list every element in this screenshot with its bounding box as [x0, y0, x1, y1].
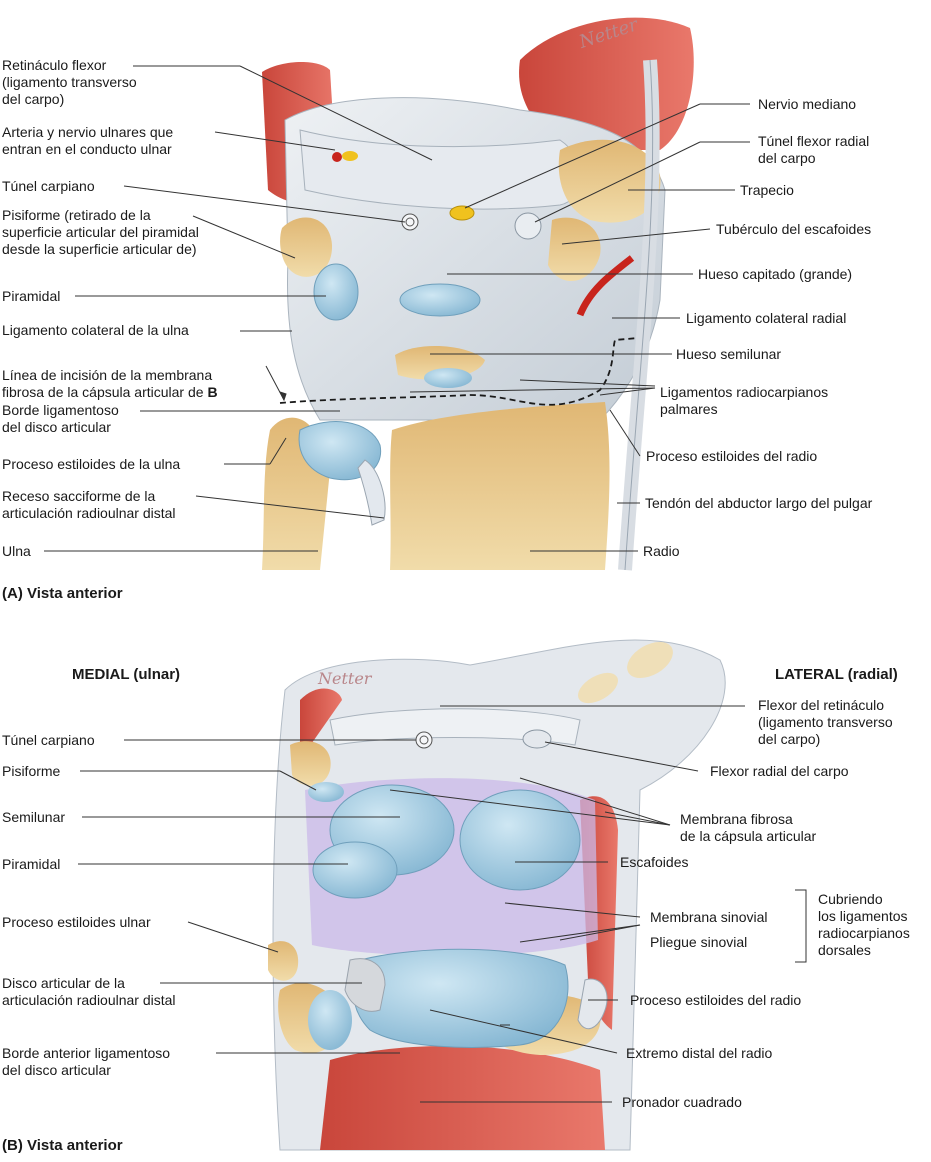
- label-receso-sacciforme: Receso sacciforme de la articulación rad…: [2, 488, 176, 521]
- thumb-bone-1: [627, 641, 673, 679]
- pisiform-b: [290, 741, 331, 786]
- label-ligamento-colateral-radial: Ligamento colateral radial: [686, 310, 847, 326]
- ulnar-nerve: [342, 151, 358, 161]
- retinaculum-b: [329, 708, 581, 746]
- label-membrana-sinovial: Membrana sinovial: [650, 909, 768, 925]
- label-nervio-mediano: Nervio mediano: [758, 96, 857, 112]
- label-arteria-nervio-ulnares: Arteria y nervio ulnares que entran en e…: [2, 124, 174, 157]
- panel-a-illustration: Netter: [262, 14, 694, 571]
- panel-b-leaders: [78, 705, 807, 1103]
- median-nerve: [449, 205, 475, 221]
- caption-panel-b: (B) Vista anterior: [2, 1137, 123, 1154]
- label-borde-ligamentoso: Borde ligamentoso del disco articular: [2, 402, 119, 435]
- label-retinaculo-flexor: Retináculo flexor (ligamento transverso …: [2, 57, 137, 107]
- label-extremo-distal-radio: Extremo distal del radio: [626, 1045, 773, 1061]
- label-radio: Radio: [643, 543, 680, 559]
- panel-a-leaders: [44, 65, 750, 552]
- carpal-tunnel-b-inner: [419, 735, 429, 745]
- label-flexor-radial-carpo: Flexor radial del carpo: [710, 763, 849, 779]
- carpal-tunnel-b: [415, 731, 433, 749]
- label-linea-incision-b: B: [207, 384, 218, 400]
- label-ligamento-colateral-ulna: Ligamento colateral de la ulna: [2, 322, 189, 338]
- ulnar-styloid-b: [268, 941, 299, 981]
- label-linea-incision: Línea de incisión de la membrana fibrosa…: [2, 350, 218, 401]
- header-medial: MEDIAL (ulnar): [72, 666, 181, 683]
- ulnar-artery: [332, 152, 342, 162]
- label-bracket-cubriendo: Cubriendo los ligamentos radiocarpianos …: [818, 891, 910, 958]
- label-pronador-cuadrado: Pronador cuadrado: [622, 1094, 742, 1110]
- label-linea-incision-text: Línea de incisión de la membrana fibrosa…: [2, 367, 213, 400]
- pisiform-bone: [280, 217, 333, 277]
- label-semilunar-b: Semilunar: [2, 809, 66, 825]
- scaphoid-cartilage-b: [459, 789, 581, 891]
- ulna-cartilage-b: [308, 990, 352, 1050]
- signature-b: Netter: [317, 669, 373, 688]
- caption-panel-a: (A) Vista anterior: [2, 585, 123, 602]
- radial-styloid-b: [577, 978, 608, 1030]
- label-hueso-capitado: Hueso capitado (grande): [698, 266, 853, 282]
- label-ligamentos-radiocarpianos-palmares: Ligamentos radiocarpianos palmares: [660, 384, 829, 417]
- pisiform-cartilage-b: [308, 782, 344, 802]
- label-trapecio: Trapecio: [740, 182, 794, 198]
- label-flexor-retinaculo: Flexor del retináculo (ligamento transve…: [758, 697, 893, 747]
- label-hueso-semilunar: Hueso semilunar: [676, 346, 782, 362]
- radial-artery: [576, 255, 635, 317]
- label-ulna: Ulna: [2, 543, 31, 559]
- trapezium-bone: [558, 139, 661, 223]
- radius-bone: [390, 402, 610, 570]
- label-proceso-estiloides-radio-a: Proceso estiloides del radio: [646, 448, 818, 464]
- pronator-quadratus: [320, 1046, 605, 1150]
- label-pisiforme-b: Pisiforme: [2, 763, 61, 779]
- label-proceso-estiloides-ulnar: Proceso estiloides ulnar: [2, 914, 151, 930]
- header-lateral: LATERAL (radial): [775, 666, 898, 683]
- triquetrum-cartilage-b: [312, 841, 398, 899]
- thumb-bone-2: [578, 672, 618, 704]
- distal-radius-surface: [352, 948, 569, 1048]
- label-proceso-estiloides-radio-b: Proceso estiloides del radio: [630, 992, 802, 1008]
- label-pisiforme-a: Pisiforme (retirado de la superficie art…: [2, 207, 199, 257]
- triquetrum-cartilage: [313, 263, 359, 321]
- lunate-cartilage: [424, 368, 472, 388]
- label-escafoides: Escafoides: [620, 854, 689, 870]
- scaphoid-tubercle: [548, 217, 601, 282]
- label-piramidal-b: Piramidal: [2, 856, 61, 872]
- label-membrana-fibrosa: Membrana fibrosa de la cápsula articular: [680, 811, 817, 844]
- capitate-cartilage: [399, 283, 481, 317]
- label-piramidal-a: Piramidal: [2, 288, 61, 304]
- label-disco-articular: Disco articular de la articulación radio…: [2, 975, 176, 1008]
- label-tendon-abductor: Tendón del abductor largo del pulgar: [645, 495, 873, 511]
- fcr-tunnel: [514, 212, 542, 240]
- label-tunel-carpiano-a: Túnel carpiano: [2, 178, 95, 194]
- abductor-tendon-edge: [624, 59, 654, 571]
- label-tunel-carpiano-b: Túnel carpiano: [2, 732, 95, 748]
- fcr-tendon-b: [522, 729, 552, 749]
- label-pliegue-sinovial: Pliegue sinovial: [650, 934, 748, 950]
- panel-b-illustration: Netter: [268, 639, 726, 1151]
- carpal-tunnel-marker-inner: [405, 217, 415, 227]
- label-tuberculo-escafoides: Tubérculo del escafoides: [716, 221, 872, 237]
- label-borde-anterior-ligamentoso: Borde anterior ligamentoso del disco art…: [2, 1045, 171, 1078]
- articular-disc-b: [344, 958, 386, 1012]
- label-tunel-flexor-radial: Túnel flexor radial del carpo: [758, 133, 870, 166]
- incision-line: [279, 337, 639, 406]
- sacciform-recess: [357, 459, 386, 526]
- label-proceso-estiloides-ulna: Proceso estiloides de la ulna: [2, 456, 181, 472]
